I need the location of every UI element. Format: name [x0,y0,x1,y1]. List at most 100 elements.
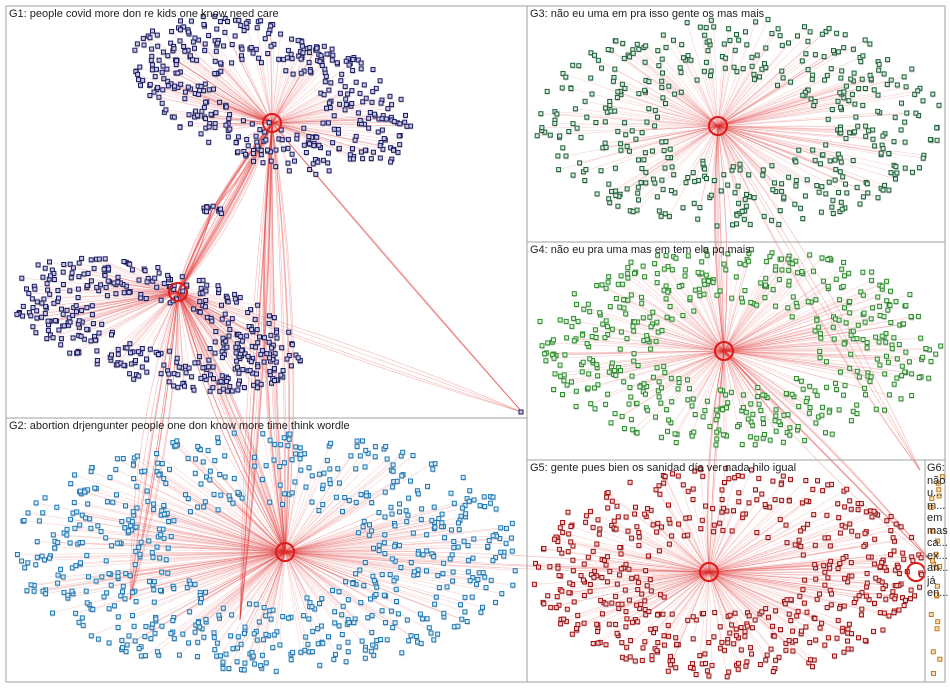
node [486,538,492,543]
edge [218,551,286,616]
node [871,87,877,93]
edge [284,551,340,626]
edge [609,105,719,127]
node [268,616,274,622]
node [349,101,355,106]
edge [723,290,891,352]
node [84,283,90,289]
edge [177,291,244,370]
node [828,66,834,72]
edge [717,33,823,127]
node [204,282,210,288]
node [430,466,436,472]
edge [233,432,286,553]
edge [284,551,377,588]
node [382,532,388,538]
node [180,631,186,637]
node [346,620,352,626]
edge [687,350,725,400]
edge [703,280,725,352]
node [123,503,128,509]
edge [175,59,273,124]
edge [662,72,719,127]
edge [201,551,286,599]
node [187,609,193,615]
node [142,468,148,474]
edge [686,22,719,127]
node [343,102,349,107]
edge [658,350,725,398]
edge [177,291,252,362]
edge [24,520,286,553]
edge [717,125,840,134]
edge [706,42,719,127]
node [284,356,290,362]
node [397,542,402,548]
node [737,161,743,167]
edge [135,551,286,565]
edge [249,551,286,605]
edge [723,326,819,352]
node [449,552,455,558]
edge [80,551,286,564]
node [281,146,287,152]
node [343,58,349,64]
node [257,334,262,340]
node [302,647,308,653]
edge [708,571,772,650]
node [106,266,112,272]
node [490,533,496,539]
edge [43,291,179,300]
node [171,586,177,592]
node [278,31,284,37]
node [140,35,146,41]
node [325,150,331,156]
node [391,119,397,125]
edge [717,125,846,185]
node [32,286,38,292]
node [143,624,149,629]
node [277,642,283,648]
node [161,280,167,286]
node [225,299,231,305]
node [289,36,295,42]
edge [717,125,838,131]
node [109,543,115,549]
node [225,134,231,140]
edge [657,255,725,352]
edge [579,125,719,164]
edge [646,335,725,352]
node [417,611,423,617]
node [118,593,124,599]
edge [156,69,273,124]
edge [52,291,179,338]
node [435,573,441,578]
node [68,481,74,487]
node [168,630,174,636]
edge [271,122,372,159]
node [85,270,91,276]
node [288,657,294,663]
edge [177,291,196,363]
node [186,640,192,646]
edge [717,125,734,167]
node [44,281,50,287]
node [424,532,430,538]
edge [220,21,273,124]
node [298,467,304,473]
node [340,603,346,609]
node [197,87,203,93]
edge [200,449,286,553]
edge [271,122,333,143]
edge [621,568,710,573]
node [187,53,193,59]
edge [177,291,252,328]
edge [667,291,725,352]
node [115,279,121,285]
edge [151,48,273,124]
edge [717,93,842,127]
edge [284,551,302,653]
node [200,459,206,465]
node [330,140,336,146]
node [289,151,295,157]
